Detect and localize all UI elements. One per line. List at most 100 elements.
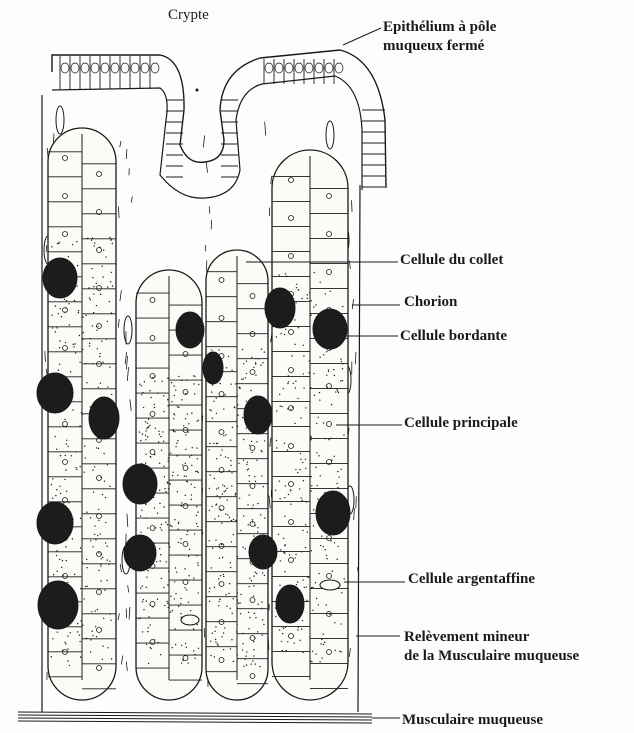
zymogen-granule — [225, 434, 226, 435]
zymogen-granule — [230, 608, 231, 609]
zymogen-granule — [180, 603, 181, 604]
zymogen-granule — [291, 355, 292, 356]
zymogen-granule — [174, 414, 175, 415]
zymogen-granule — [150, 456, 151, 457]
zymogen-granule — [82, 349, 83, 350]
zymogen-granule — [212, 548, 213, 549]
zymogen-granule — [64, 299, 65, 300]
zymogen-granule — [193, 375, 194, 376]
zymogen-granule — [177, 491, 178, 492]
zymogen-granule — [215, 626, 216, 627]
parietal-cell — [265, 288, 295, 328]
zymogen-granule — [67, 582, 68, 583]
zymogen-granule — [282, 650, 283, 651]
chorion-fibre — [120, 564, 121, 572]
zymogen-granule — [304, 587, 305, 588]
zymogen-granule — [214, 587, 215, 588]
zymogen-granule — [194, 533, 195, 534]
argentaffin-cell — [320, 580, 340, 590]
zymogen-granule — [188, 602, 189, 603]
zymogen-granule — [174, 395, 175, 396]
zymogen-granule — [210, 655, 211, 656]
zymogen-granule — [225, 456, 226, 457]
zymogen-granule — [302, 462, 303, 463]
zymogen-granule — [106, 339, 107, 340]
mucous-cap — [91, 63, 99, 73]
zymogen-granule — [328, 371, 329, 372]
parietal-cell — [244, 396, 272, 434]
zymogen-granule — [261, 451, 262, 452]
zymogen-granule — [257, 527, 258, 528]
zymogen-granule — [61, 316, 62, 317]
zymogen-granule — [308, 372, 309, 373]
zymogen-granule — [211, 567, 212, 568]
zymogen-granule — [210, 640, 211, 641]
zymogen-granule — [108, 564, 109, 565]
zymogen-granule — [295, 302, 296, 303]
chorion-fibre — [131, 197, 132, 203]
zymogen-granule — [198, 648, 199, 649]
zymogen-granule — [309, 292, 310, 293]
zymogen-granule — [253, 535, 254, 536]
zymogen-granule — [109, 613, 110, 614]
zymogen-granule — [55, 495, 56, 496]
chorion-fibre — [118, 319, 119, 327]
zymogen-granule — [232, 427, 233, 428]
zymogen-granule — [245, 548, 246, 549]
zymogen-granule — [306, 501, 307, 502]
zymogen-granule — [185, 643, 186, 644]
zymogen-granule — [338, 477, 339, 478]
zymogen-granule — [310, 315, 311, 316]
zymogen-granule — [212, 384, 213, 385]
zymogen-granule — [252, 519, 253, 520]
zymogen-granule — [141, 509, 142, 510]
zymogen-granule — [197, 562, 198, 563]
zymogen-granule — [216, 503, 217, 504]
zymogen-granule — [242, 349, 243, 350]
zymogen-granule — [337, 390, 338, 391]
zymogen-granule — [145, 453, 146, 454]
zymogen-granule — [318, 604, 319, 605]
mucous-cap — [315, 63, 323, 73]
zymogen-granule — [193, 628, 194, 629]
zymogen-granule — [292, 383, 293, 384]
zymogen-granule — [187, 662, 188, 663]
zymogen-granule — [319, 399, 320, 400]
zymogen-granule — [96, 447, 97, 448]
zymogen-granule — [240, 530, 241, 531]
zymogen-granule — [243, 439, 244, 440]
zymogen-granule — [150, 648, 151, 649]
zymogen-granule — [183, 425, 184, 426]
zymogen-granule — [147, 631, 148, 632]
zymogen-granule — [75, 467, 76, 468]
zymogen-granule — [284, 442, 285, 443]
zymogen-granule — [218, 487, 219, 488]
zymogen-granule — [144, 381, 145, 382]
zymogen-granule — [307, 294, 308, 295]
chorion-fibre — [265, 122, 266, 136]
zymogen-granule — [280, 560, 281, 561]
zymogen-granule — [147, 627, 148, 628]
zymogen-granule — [74, 343, 75, 344]
zymogen-granule — [251, 580, 252, 581]
label-relevement-line2: de la Musculaire muqueuse — [404, 647, 579, 665]
zymogen-granule — [68, 502, 69, 503]
zymogen-granule — [92, 237, 93, 238]
zymogen-granule — [307, 531, 308, 532]
chorion-fibre — [352, 200, 353, 212]
zymogen-granule — [82, 624, 83, 625]
zymogen-granule — [248, 494, 249, 495]
zymogen-granule — [251, 452, 252, 453]
zymogen-granule — [74, 574, 75, 575]
label-cellule-du-collet: Cellule du collet — [400, 251, 503, 269]
zymogen-granule — [248, 524, 249, 525]
zymogen-granule — [98, 520, 99, 521]
zymogen-granule — [323, 644, 324, 645]
parietal-cell — [313, 309, 347, 349]
zymogen-granule — [57, 631, 58, 632]
zymogen-granule — [111, 394, 112, 395]
zymogen-granule — [214, 631, 215, 632]
zymogen-granule — [77, 631, 78, 632]
zymogen-granule — [237, 414, 238, 415]
zymogen-granule — [56, 448, 57, 449]
